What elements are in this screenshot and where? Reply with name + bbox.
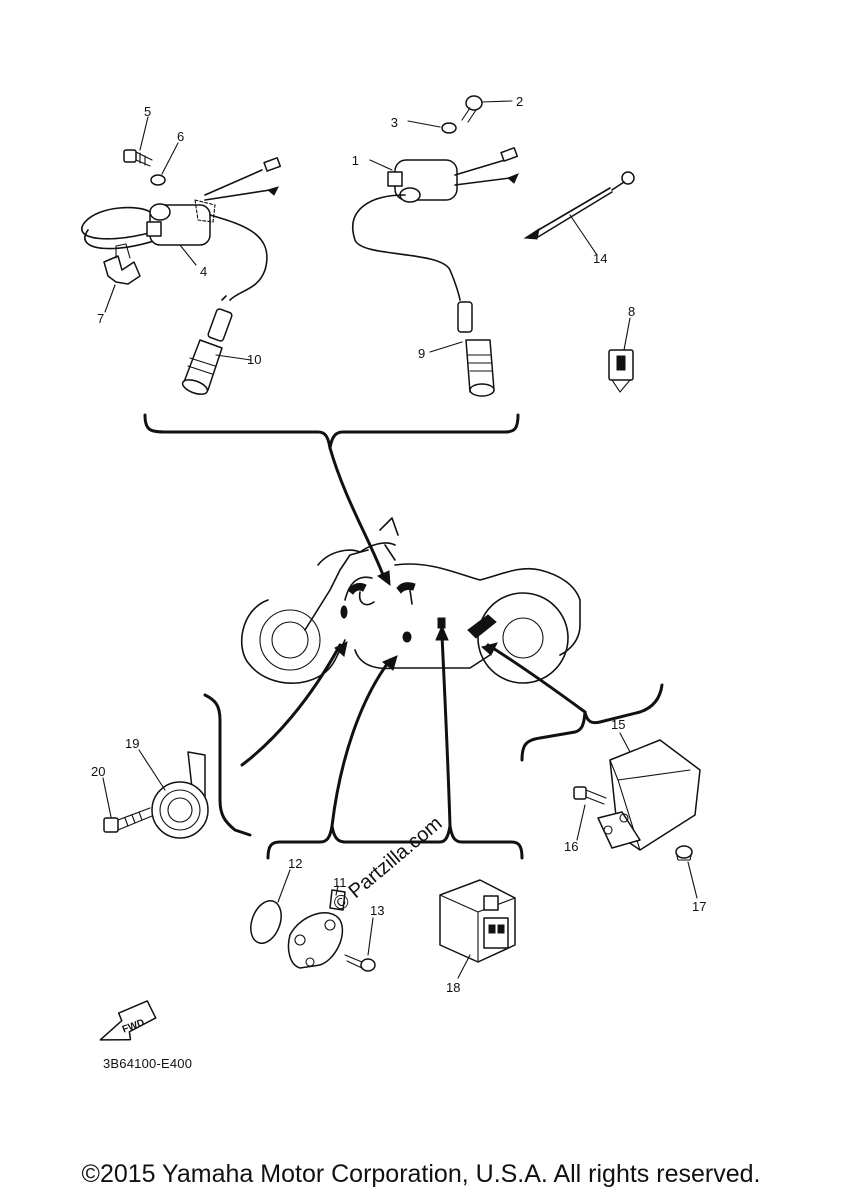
fwd-arrow-icon: FWD bbox=[99, 1000, 157, 1041]
callout-18: 18 bbox=[446, 980, 460, 995]
copyright-notice: ©2015 Yamaha Motor Corporation, U.S.A. A… bbox=[81, 1160, 761, 1188]
callout-7: 7 bbox=[97, 311, 104, 326]
callout-11: 11 bbox=[333, 875, 347, 890]
callout-12: 12 bbox=[288, 856, 302, 871]
spark-plug-cap-right bbox=[457, 301, 495, 397]
bolt-16 bbox=[573, 786, 607, 805]
middle-group-bracket bbox=[266, 824, 524, 860]
callout-3: 3 bbox=[391, 115, 398, 130]
spark-plug-cap-left bbox=[181, 295, 233, 395]
bolt-20 bbox=[103, 807, 153, 833]
callout-16: 16 bbox=[564, 839, 578, 854]
screw-13 bbox=[344, 954, 376, 972]
callout-5: 5 bbox=[144, 104, 151, 119]
washer-3 bbox=[441, 122, 457, 134]
lead-line-sensor bbox=[330, 658, 392, 828]
callout-leaders bbox=[102, 100, 698, 979]
callout-20: 20 bbox=[91, 764, 105, 779]
bolt-5 bbox=[123, 149, 153, 167]
lead-line-regulator bbox=[486, 643, 587, 714]
callout-19: 19 bbox=[125, 736, 139, 751]
ignition-coil-right bbox=[352, 147, 519, 301]
lead-line-upper bbox=[328, 446, 387, 582]
clip-7 bbox=[103, 243, 141, 285]
collar-17 bbox=[675, 845, 693, 861]
relay-18 bbox=[439, 879, 516, 963]
motorcycle-outline bbox=[240, 517, 581, 684]
sensor-11 bbox=[287, 889, 346, 969]
callout-4: 4 bbox=[200, 264, 207, 279]
callout-9: 9 bbox=[418, 346, 425, 361]
horn-group-bracket bbox=[203, 693, 252, 837]
callout-14: 14 bbox=[593, 251, 607, 266]
callout-17: 17 bbox=[692, 899, 706, 914]
o-ring-12 bbox=[250, 900, 282, 944]
upper-group-bracket bbox=[143, 413, 520, 450]
callout-10: 10 bbox=[247, 352, 261, 367]
clamp-8 bbox=[608, 349, 634, 393]
callout-8: 8 bbox=[628, 304, 635, 319]
callout-6: 6 bbox=[177, 129, 184, 144]
ground-lead-14 bbox=[523, 171, 635, 240]
regulator-15 bbox=[597, 739, 701, 851]
horn-19 bbox=[151, 751, 209, 839]
callout-1: 1 bbox=[352, 153, 359, 168]
washer-6 bbox=[150, 174, 166, 186]
callout-13: 13 bbox=[370, 903, 384, 918]
diagram-code: 3B64100-E400 bbox=[103, 1056, 193, 1071]
callout-2: 2 bbox=[516, 94, 523, 109]
watermark-text: © Partzilla.com bbox=[329, 812, 446, 915]
callout-15: 15 bbox=[611, 717, 625, 732]
lead-line-relay bbox=[440, 633, 452, 828]
screw-2 bbox=[461, 95, 483, 123]
lead-line-horn bbox=[240, 643, 342, 767]
ignition-coil-left bbox=[81, 157, 282, 301]
